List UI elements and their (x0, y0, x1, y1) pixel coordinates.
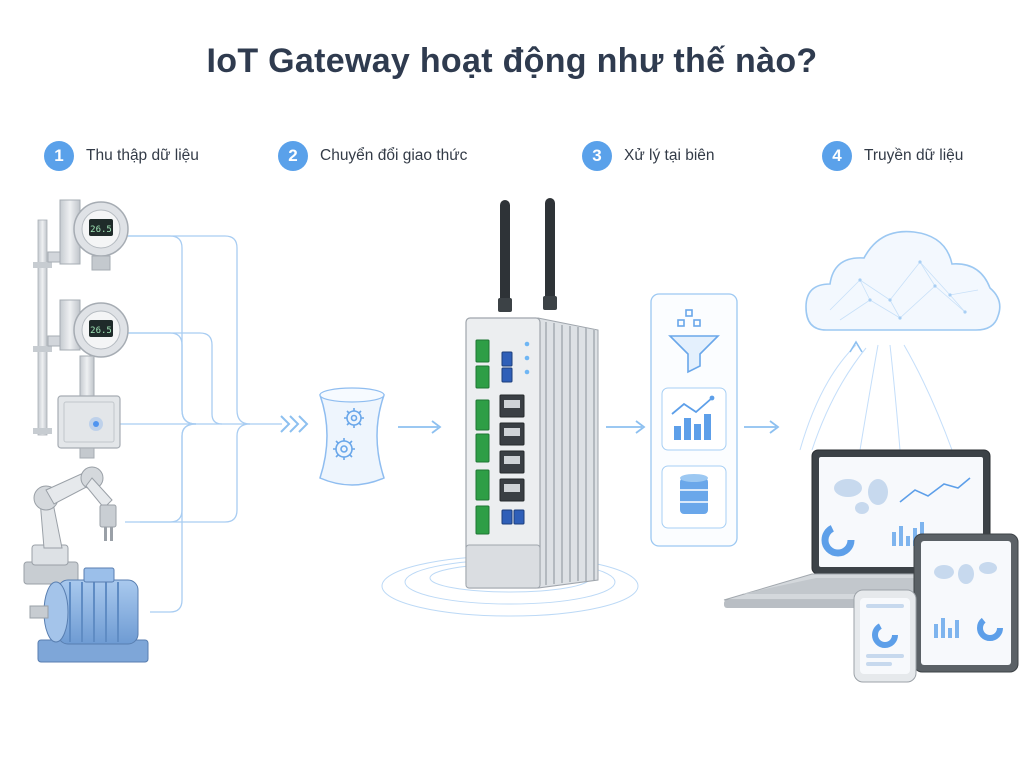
laptop-line-chart (899, 477, 971, 503)
smartphone (853, 589, 917, 683)
pipe (33, 219, 52, 436)
transmitter-1-display: 26.5 (90, 225, 112, 235)
step-number: 1 (44, 141, 74, 171)
laptop-world-map (834, 479, 888, 514)
cloud-upload-arrow (849, 340, 863, 353)
step-label: Truyền dữ liệu (864, 147, 964, 164)
antenna-right (543, 198, 557, 310)
cloud-icon (805, 230, 1001, 331)
step-transmit: 4 Truyền dữ liệu (822, 140, 963, 172)
chevrons-arrow (280, 415, 309, 433)
laptop-donut-chart (821, 523, 855, 557)
tablet-bar-chart (934, 618, 959, 638)
cloud-uplink-lines (799, 344, 953, 451)
phone-donut-chart (872, 622, 898, 648)
tablet-donut-chart (977, 615, 1003, 641)
step-number: 2 (278, 141, 308, 171)
protocol-converter (319, 387, 385, 486)
status-leds (524, 341, 530, 375)
page-title: IoT Gateway hoạt động như thế nào? (206, 42, 818, 80)
robotic-arm (23, 466, 117, 585)
database-icon (680, 474, 708, 514)
tablet-world-map (934, 562, 997, 584)
step-edge: 3 Xử lý tại biên (582, 140, 715, 172)
edge-processing-panel (650, 293, 738, 547)
antenna-left (498, 200, 512, 312)
step-number: 4 (822, 141, 852, 171)
transmitter-2-display: 26.5 (90, 326, 112, 336)
step-collect: 1 Thu thập dữ liệu (44, 140, 199, 172)
terminal-blocks (475, 339, 490, 535)
junction-box (57, 395, 121, 459)
tablet (913, 533, 1019, 673)
gear-icon (333, 408, 364, 460)
arrow-to-gateway (398, 420, 442, 434)
sensor-connection-lines (118, 235, 282, 613)
pressure-transmitter-1: 26.5 (47, 199, 129, 271)
electric-motor (29, 567, 149, 663)
iot-gateway-device (381, 198, 639, 617)
arrow-to-edge (606, 420, 646, 434)
step-convert: 2 Chuyển đổi giao thức (278, 140, 467, 172)
step-label: Xử lý tại biên (624, 147, 715, 164)
step-label: Thu thập dữ liệu (86, 147, 199, 164)
usb-ports (501, 351, 525, 525)
arrow-to-transmit (744, 420, 780, 434)
step-label: Chuyển đổi giao thức (320, 147, 468, 164)
step-number: 3 (582, 141, 612, 171)
funnel-icon (668, 309, 720, 374)
line-chart-icon (671, 395, 715, 440)
pressure-transmitter-2: 26.5 (47, 299, 129, 397)
